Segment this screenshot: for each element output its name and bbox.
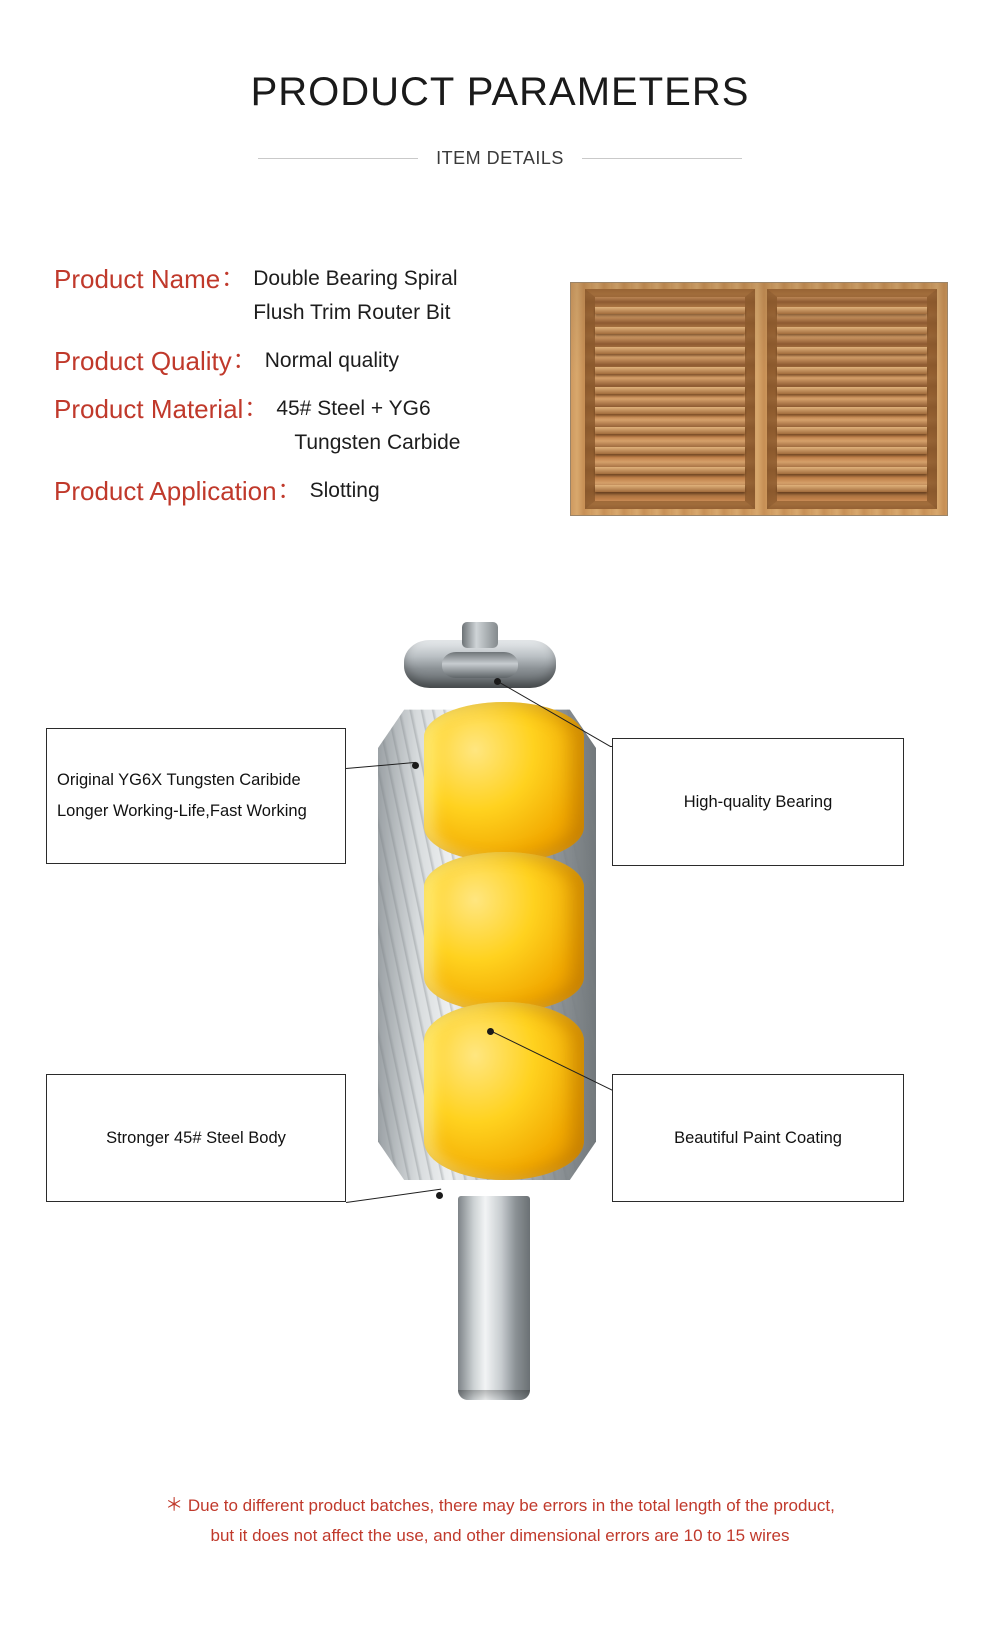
spec-label: Product Material <box>54 394 244 424</box>
callout-carbide-line-1: Original YG6X Tungsten Caribide <box>57 771 301 789</box>
louver-panel-right <box>767 289 937 509</box>
callout-anchor-steel-body <box>436 1192 443 1199</box>
louver-slat <box>777 327 927 334</box>
callout-steel-body-line-1: Stronger 45# Steel Body <box>106 1128 286 1147</box>
callout-steel-body: Stronger 45# Steel Body <box>46 1074 346 1202</box>
spec-value: Slotting <box>302 474 380 508</box>
router-bit-shank <box>458 1196 530 1400</box>
louver-slat <box>777 447 927 454</box>
callout-carbide: Original YG6X Tungsten Caribide Longer W… <box>46 728 346 864</box>
louver-slat <box>777 307 927 314</box>
louver-frame <box>585 289 755 509</box>
louver-slat <box>595 387 745 394</box>
louver-frame <box>767 289 937 509</box>
louver-slat <box>777 485 927 492</box>
spec-row-product-quality: Product Quality ： Normal quality <box>54 344 574 378</box>
footnote-star: ＊ <box>165 1495 184 1515</box>
callout-bearing-line-1: High-quality Bearing <box>683 792 833 811</box>
louver-slat <box>595 367 745 374</box>
louver-panel-left <box>585 289 755 509</box>
page-title: PRODUCT PARAMETERS <box>250 70 750 114</box>
profile-bead <box>424 1002 584 1180</box>
subtitle-divider-right <box>581 158 742 159</box>
spec-value-line: 45# Steel + YG6 <box>276 397 431 420</box>
spec-label: Product Application <box>54 476 277 506</box>
footnote-line-1: Due to different product batches, there … <box>187 1496 835 1515</box>
callout-paint-line-1: Beautiful Paint Coating <box>674 1128 842 1147</box>
spec-value: Double Bearing Spiral Flush Trim Router … <box>245 262 457 330</box>
spec-label: Product Name <box>54 264 221 294</box>
footnote-line-2: but it does not affect the use, and othe… <box>210 1526 790 1545</box>
bearing-inner-race <box>442 652 518 678</box>
louver-slat <box>595 407 745 414</box>
louver-slat <box>777 387 927 394</box>
louver-slat <box>777 367 927 374</box>
spec-colon: ： <box>277 478 300 503</box>
louver-slat <box>595 447 745 454</box>
spec-row-product-material: Product Material ： 45# Steel + YG6 Tungs… <box>54 392 574 460</box>
footnote: ＊ Due to different product batches, ther… <box>0 1490 1000 1551</box>
profile-bead <box>424 852 584 1012</box>
louver-slat <box>777 347 927 354</box>
louver-slat <box>777 427 927 434</box>
callout-carbide-line-2: Longer Working-Life,Fast Working <box>57 802 307 820</box>
louver-slat <box>595 427 745 434</box>
bearing-screw <box>462 622 498 648</box>
profile-bead <box>424 702 584 862</box>
callout-bearing: High-quality Bearing <box>612 738 904 866</box>
callout-anchor-paint <box>487 1028 494 1035</box>
callout-anchor-carbide <box>412 762 419 769</box>
spec-value-line: Flush Trim Router Bit <box>253 301 451 324</box>
spec-value-line: Normal quality <box>264 349 399 372</box>
spec-colon: ： <box>221 266 244 291</box>
router-bit-yellow-profile <box>424 702 584 1180</box>
spec-value: 45# Steel + YG6 Tungsten Carbide <box>268 392 460 460</box>
spec-row-product-name: Product Name ： Double Bearing Spiral Flu… <box>54 262 574 330</box>
louver-slat <box>595 467 745 474</box>
spec-colon: ： <box>244 396 267 421</box>
louver-slat <box>777 467 927 474</box>
spec-value: Normal quality <box>257 344 399 378</box>
spec-value-line: Slotting <box>309 479 380 502</box>
louver-slat <box>595 347 745 354</box>
callout-paint: Beautiful Paint Coating <box>612 1074 904 1202</box>
spec-list: Product Name ： Double Bearing Spiral Flu… <box>54 262 574 522</box>
spec-row-product-application: Product Application ： Slotting <box>54 474 574 508</box>
louver-slat <box>595 327 745 334</box>
spec-value-line: Double Bearing Spiral <box>253 267 458 290</box>
louver-slat <box>595 307 745 314</box>
subtitle-divider-left <box>258 158 419 159</box>
page-subtitle: ITEM DETAILS <box>436 148 564 168</box>
spec-value-line: Tungsten Carbide <box>294 431 461 454</box>
leader-line-steel-body <box>346 1188 442 1203</box>
louver-shutter-photo <box>570 282 948 516</box>
subtitle-row: ITEM DETAILS <box>0 148 1000 169</box>
louver-slat <box>777 407 927 414</box>
spec-colon: ： <box>232 348 255 373</box>
spec-label: Product Quality <box>54 346 232 376</box>
louver-slat <box>595 485 745 492</box>
